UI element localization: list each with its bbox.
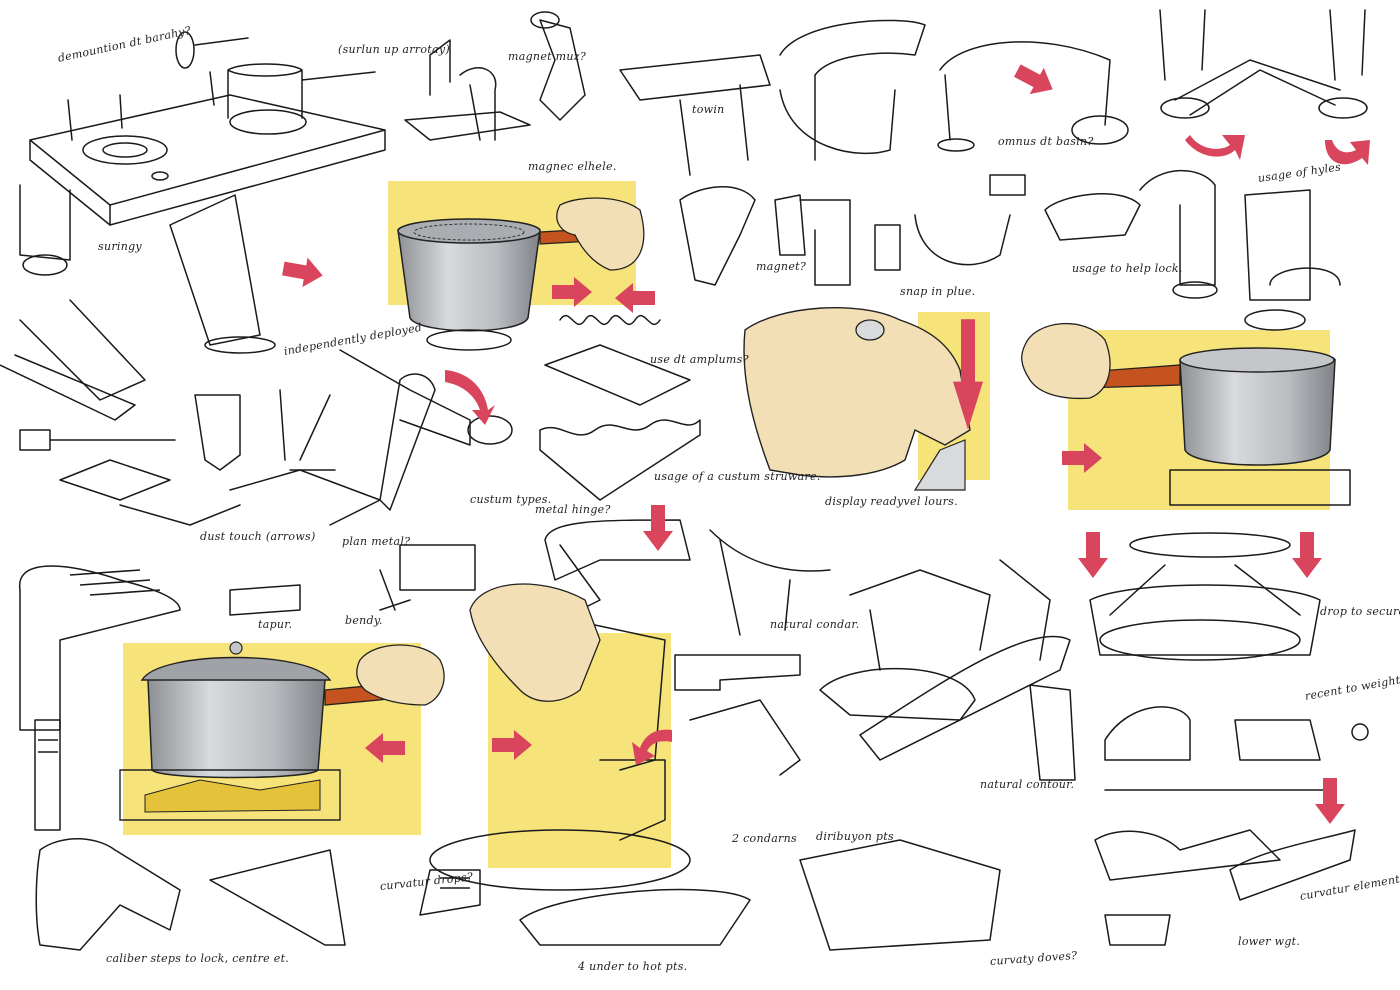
annotation: magnet muz? <box>508 50 587 63</box>
fixture-sketches-left-middle <box>19 544 476 831</box>
annotation: suringy <box>98 240 142 253</box>
pot-sketch-3 <box>119 641 445 821</box>
annotation: snap in plue. <box>900 285 976 298</box>
annotation: diribuyon pts <box>816 830 894 843</box>
annotation: plan metal? <box>342 535 411 548</box>
annotation: bendy. <box>345 614 383 627</box>
annotation: metal hinge? <box>535 503 611 516</box>
annotation: natural condar. <box>770 618 860 631</box>
annotation: magnet? <box>756 260 807 273</box>
fixture-sketches-top <box>404 9 1368 176</box>
annotation: custum types. <box>470 493 552 506</box>
annotation: usage to help lock. <box>1072 262 1183 275</box>
annotation: omnus dt basin? <box>998 135 1094 148</box>
hand-faucet-sketch <box>743 307 971 491</box>
annotation: towin <box>692 103 725 116</box>
annotation: (surlun up arrotay) <box>338 43 450 56</box>
annotation: drop to secure? <box>1320 605 1400 618</box>
fixture-sketches-bottom <box>35 829 1356 951</box>
stove-sketch <box>29 31 386 226</box>
pot-sketch-2 <box>1021 322 1351 558</box>
pot-sketch-1 <box>397 197 645 351</box>
fixture-sketches-middle <box>539 169 1341 501</box>
fixture-sketches-left <box>0 184 513 526</box>
annotation: caliber steps to lock, centre et. <box>106 952 290 965</box>
annotation: 4 under to hot pts. <box>578 960 688 973</box>
annotation: usage of a custum struware. <box>654 470 821 483</box>
fixture-sketches-right-lower <box>674 635 1369 791</box>
annotation: use dt amplums? <box>650 353 749 366</box>
annotation: lower wgt. <box>1238 935 1301 948</box>
hand-pan-sketch <box>429 583 691 891</box>
annotation: dust touch (arrows) <box>200 530 316 543</box>
annotation: natural contour. <box>980 778 1075 791</box>
annotation: magnec elhele. <box>528 160 617 173</box>
fixture-sketches-lower-middle <box>544 519 1321 671</box>
annotation: display readyvel lours. <box>825 495 958 508</box>
annotation: tapur. <box>258 618 293 631</box>
annotation: 2 condarns <box>732 832 797 845</box>
